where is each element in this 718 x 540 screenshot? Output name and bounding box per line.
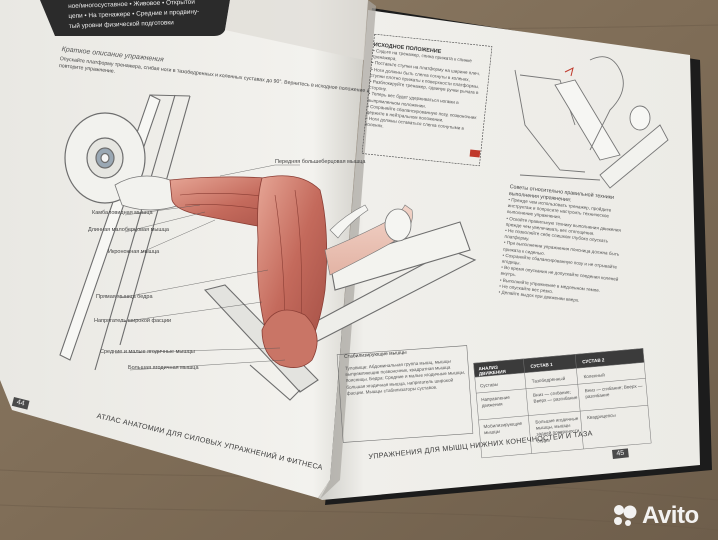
table-row2-joint1: Вниз — сгибание; Вверх — разгибание	[532, 389, 578, 404]
table-row1-label: Суставы	[479, 381, 499, 389]
stabilizers-content: Стабилизирующие мышцы Туловище: Абдомина…	[344, 345, 471, 397]
table-row2-label: Направление движения	[480, 394, 510, 409]
page-header-band	[225, 0, 368, 60]
avito-watermark: Avito	[612, 502, 699, 530]
exercise-type-text: ное/многосуставное • Живовое • Открытой …	[68, 0, 200, 32]
analysis-table-grid	[473, 348, 652, 459]
table-row3-joint2: Квадрицепсы	[586, 412, 616, 421]
table-header-movement: АНАЛИЗ ДВИЖЕНИЯ	[478, 364, 507, 377]
label-soleus: Камбаловидная мышца	[92, 210, 153, 216]
machine-sketch	[514, 56, 669, 189]
book-gutter	[320, 0, 376, 499]
label-leaders	[114, 164, 300, 371]
stabilizers-box	[336, 345, 474, 443]
label-gastrocnemius: Икроножная мышца	[108, 249, 160, 255]
table-row2-joint2: Вниз — сгибание; Вверх — разгибание	[584, 383, 643, 400]
arm	[329, 204, 369, 239]
start-position-content: ИСХОДНОЕ ПОЛОЖЕНИЕ • Сядьте на тренажер,…	[365, 42, 485, 140]
exercise-type-box	[40, 0, 230, 36]
avito-brand-text: Avito	[642, 502, 699, 529]
table-row3-label: Мобилизирующие мышцы	[483, 420, 523, 436]
table-header-joint1: СУСТАВ 1	[530, 361, 553, 369]
avito-logo-icon	[614, 505, 637, 526]
advice-content: Советы относительно правильной техники в…	[498, 184, 634, 309]
right-page-number: 45	[612, 448, 629, 459]
label-gluteus-medius: Средние и малые ягодичные мышцы	[100, 349, 195, 355]
label-tfl: Напрягатель широкой фасции	[94, 318, 172, 324]
glute-muscles	[261, 309, 318, 368]
table-row1-joint2: Коленный	[583, 372, 606, 380]
continue-arrow-badge	[469, 149, 481, 158]
head	[384, 208, 412, 242]
movement-arrow	[564, 67, 574, 77]
label-rectus-femoris: Прямая мышца бедра	[96, 294, 153, 300]
label-gluteus-maximus: Большая ягодичная мышца	[128, 365, 199, 371]
table-header-joint2: СУСТАВ 2	[582, 357, 605, 365]
label-peroneus: Длинная малоберцовая мышца	[88, 227, 169, 233]
table-row1-joint1: Тазобедренный	[531, 375, 566, 384]
label-tibialis: Передняя большеберцовая мышца	[275, 159, 366, 165]
